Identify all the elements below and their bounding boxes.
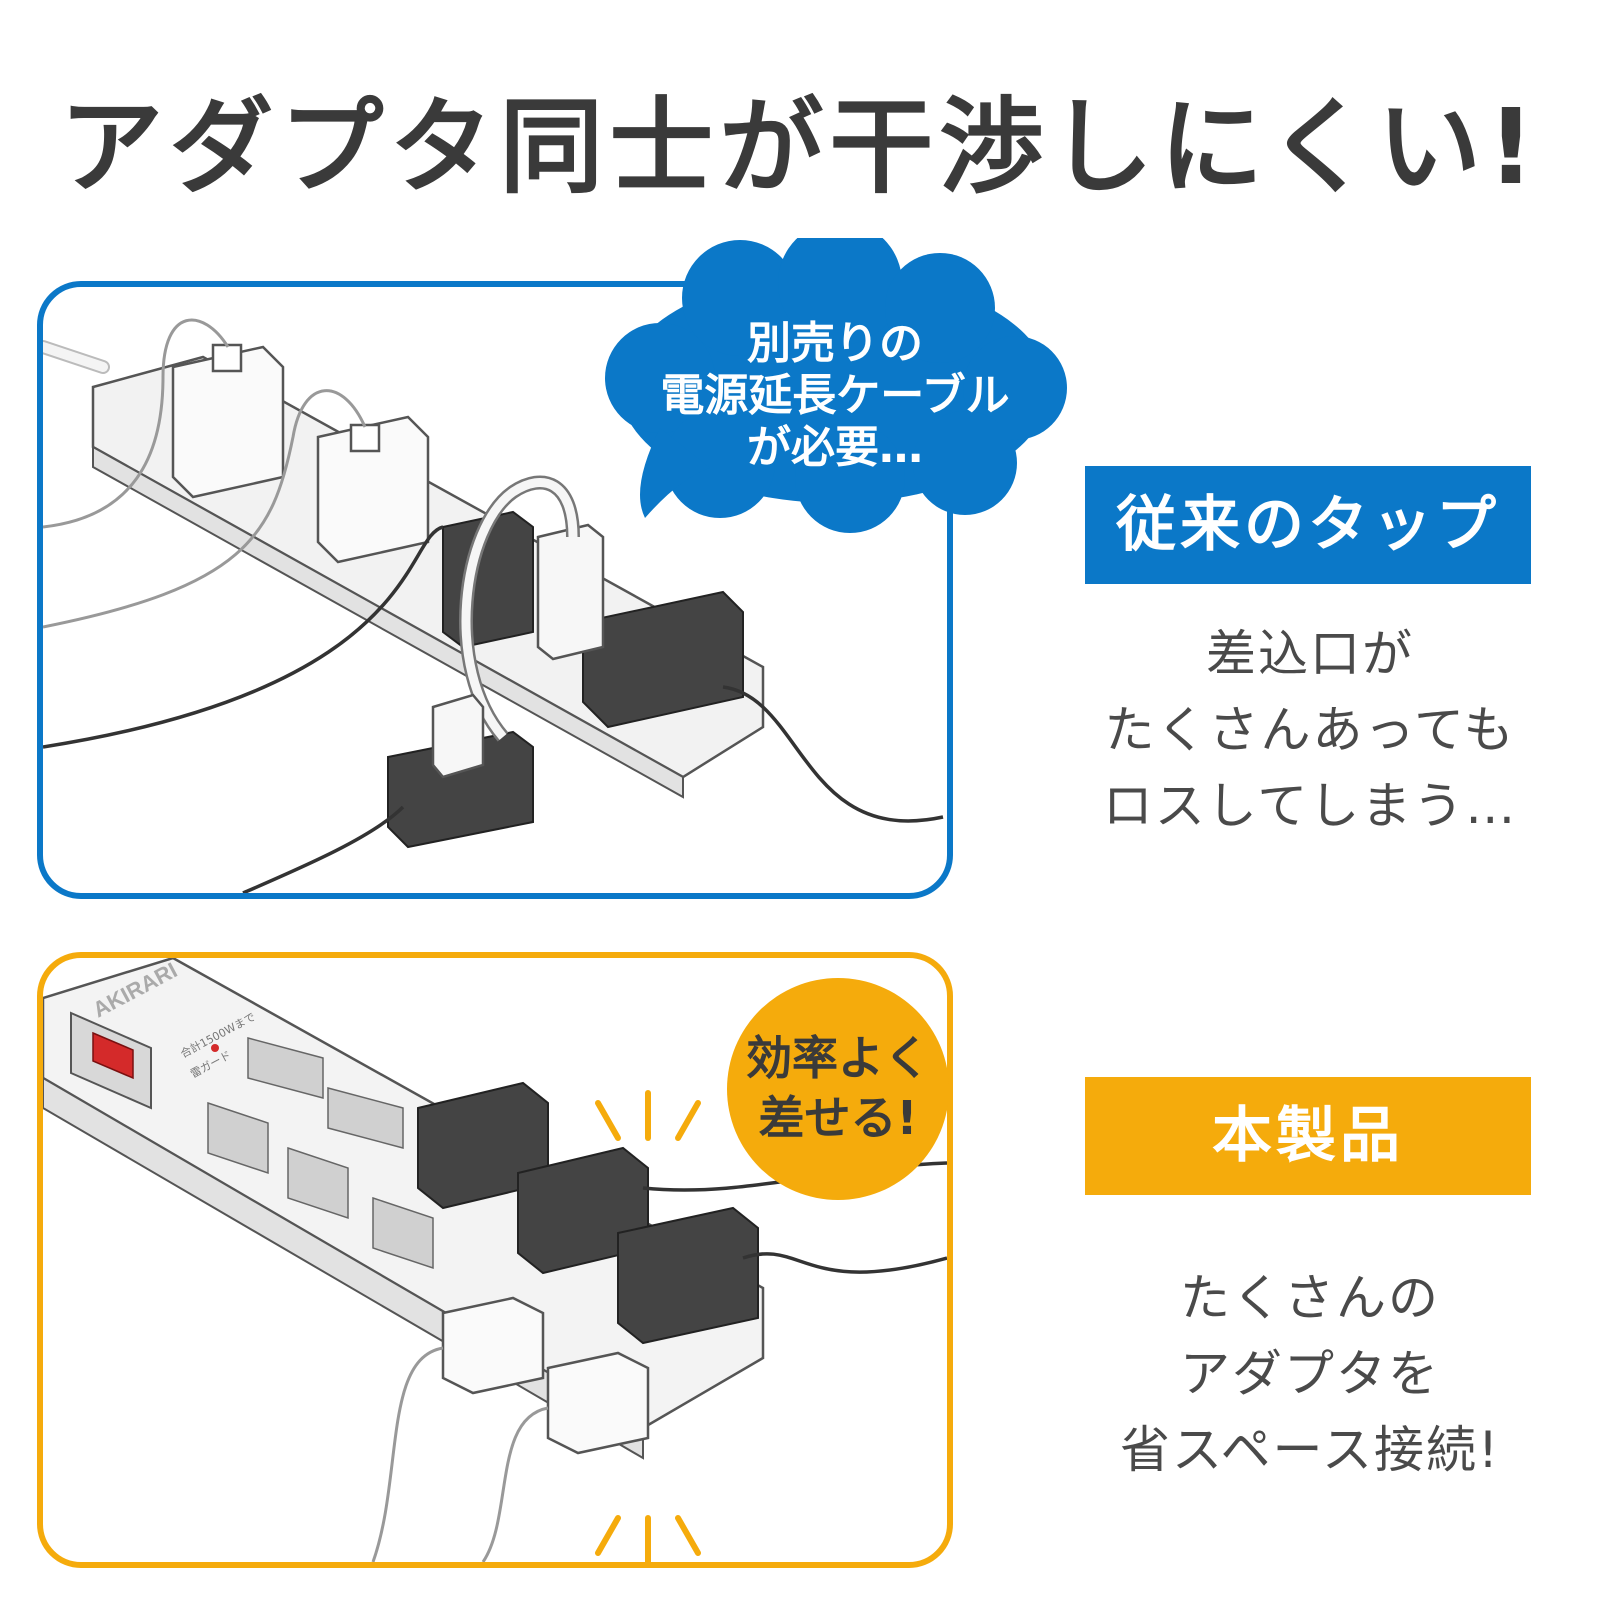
conventional-bubble-text: 別売りの 電源延長ケーブル が必要…	[600, 318, 1070, 474]
product-description: たくさんの アダプタを 省スペース接続!	[1050, 1260, 1570, 1488]
bubble-line: 効率よく	[746, 1031, 930, 1085]
bubble-line: 差せる!	[758, 1091, 918, 1145]
conventional-label: 従来のタップ	[1085, 466, 1531, 584]
conventional-description: 差込口が たくさんあっても ロスしてしまう…	[1050, 616, 1570, 844]
power-switch	[92, 1031, 134, 1080]
description-line: 差込口が	[1206, 625, 1414, 683]
description-line: アダプタを	[1180, 1345, 1440, 1403]
description-line: ロスしてしまう…	[1102, 777, 1518, 835]
page-title: アダプタ同士が干渉しにくい!	[59, 86, 1541, 208]
description-line: たくさんあっても	[1104, 701, 1516, 759]
spark-icon	[595, 1515, 701, 1562]
product-bubble	[727, 978, 949, 1200]
description-line: たくさんの	[1180, 1269, 1440, 1327]
product-label: 本製品	[1085, 1077, 1531, 1195]
product-strip-illustration: AKIRARI 合計1500Wまで 雷ガード	[43, 958, 947, 1562]
speech-cloud-icon	[605, 238, 1067, 533]
conventional-strip-illustration	[43, 318, 944, 893]
bubble-line: が必要…	[747, 422, 923, 473]
spark-icon	[595, 1090, 701, 1141]
product-strip-panel: AKIRARI 合計1500Wまで 雷ガード	[37, 952, 953, 1568]
bubble-line: 電源延長ケーブル	[660, 370, 1010, 421]
bubble-line: 別売りの	[747, 318, 923, 369]
description-line: 省スペース接続!	[1119, 1421, 1501, 1479]
product-bubble-text: 効率よく 差せる!	[727, 1028, 949, 1148]
indicator-light	[211, 1044, 219, 1052]
